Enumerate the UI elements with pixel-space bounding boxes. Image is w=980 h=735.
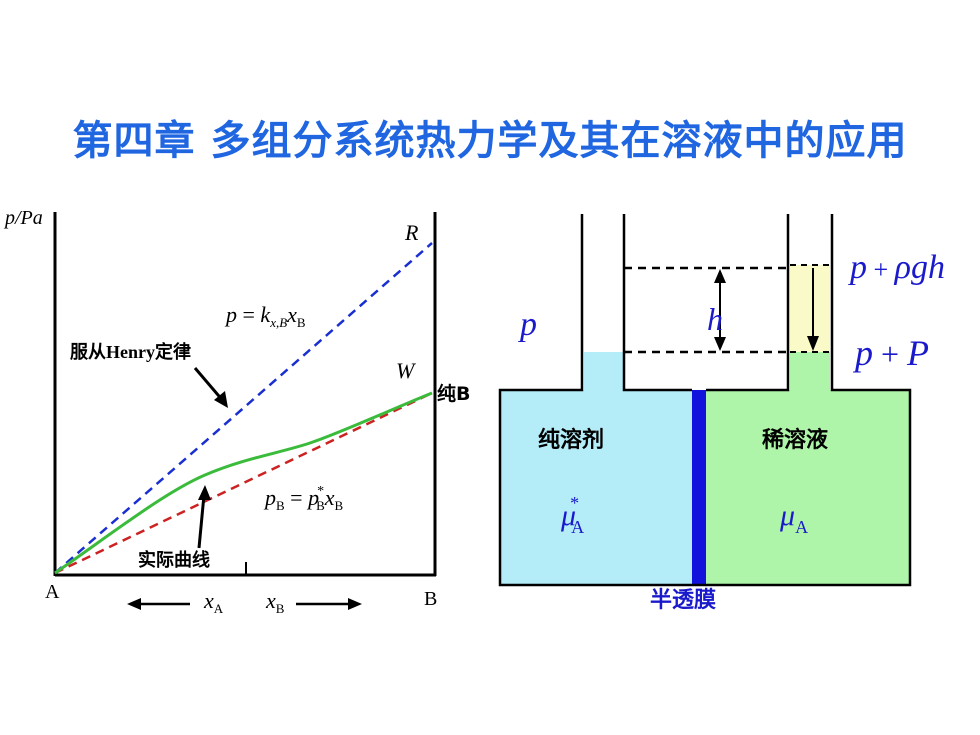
xB-arrow-head: [348, 598, 362, 610]
dilute-solution-label: 稀溶液: [762, 427, 828, 453]
henry-line: [54, 242, 433, 574]
raoult-equation: pB = p*BxB: [263, 484, 344, 513]
xB-label: xB: [265, 588, 285, 616]
height-label: h: [707, 301, 723, 337]
raoult-line: [54, 391, 433, 575]
henry-arrow-head: [214, 391, 228, 408]
vapor-pressure-graph: p/Pa A B R W 纯B p = kx,BxB 服从Henry定律 pB …: [3, 207, 470, 616]
actual-arrow-head: [198, 485, 211, 500]
y-axis-label: p/Pa: [3, 207, 43, 229]
henry-equation: p = kx,BxB: [224, 302, 306, 330]
solution-tube-fill: [790, 352, 830, 392]
henry-law-label: 服从Henry定律: [70, 341, 191, 363]
vessel-outline: [498, 214, 912, 587]
solution-chem-potential: μA: [779, 499, 808, 537]
top-pressure-label: p + ρgh: [848, 249, 945, 286]
left-pressure-label: p: [518, 306, 537, 343]
solvent-body-fill: [500, 390, 694, 585]
pressure-arrow-head: [807, 336, 819, 351]
actual-curve: [54, 391, 433, 575]
pure-chem-potential: μ*A: [560, 493, 584, 537]
actual-curve-label: 实际曲线: [138, 549, 210, 571]
pure-solvent-label: 纯溶剂: [538, 427, 604, 453]
osmosis-apparatus: p h p + ρgh p + P 纯溶剂 稀溶液 μ*A μA 半透膜: [498, 214, 945, 613]
solvent-tube-fill: [584, 352, 624, 392]
osmotic-pressure-label: p + P: [852, 333, 929, 373]
page-title: 第四章 多组分系统热力学及其在溶液中的应用: [72, 118, 908, 164]
end-label: B: [424, 588, 437, 610]
actual-arrow: [197, 494, 206, 549]
membrane-label: 半透膜: [650, 588, 716, 613]
semipermeable-membrane: [692, 390, 706, 585]
solution-tube-inner: [706, 214, 790, 392]
solvent-tube-inner: [622, 214, 692, 392]
origin-label: A: [45, 581, 60, 603]
xA-arrow-head: [127, 598, 141, 610]
xA-label: xA: [203, 588, 224, 616]
point-R-label: R: [404, 220, 419, 245]
solution-body-fill: [704, 390, 910, 585]
pure-B-label: 纯B: [437, 382, 470, 405]
height-arrow-top: [714, 269, 726, 283]
point-W-label: W: [396, 358, 416, 383]
height-arrow-bottom: [714, 337, 726, 351]
